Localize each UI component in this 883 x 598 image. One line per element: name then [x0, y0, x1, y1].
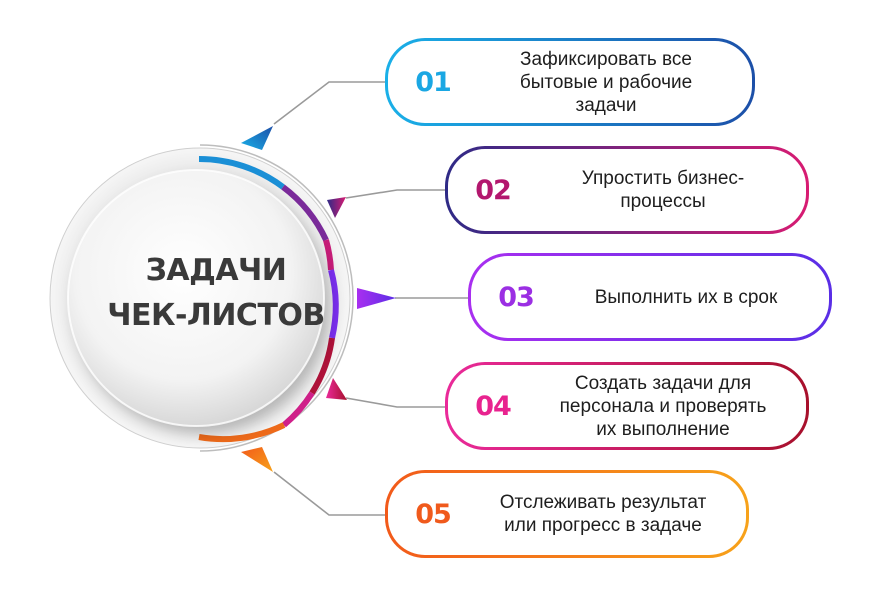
task-number: 05: [415, 498, 452, 530]
task-item-03: 03 Выполнить их в срок: [468, 253, 832, 341]
pointer-04: [326, 378, 347, 400]
pointer-02: [327, 197, 346, 218]
pointer-05: [241, 447, 273, 472]
task-text: Отслеживать результат или прогресс в зад…: [499, 492, 707, 536]
task-number: 01: [415, 66, 452, 98]
task-text: Зафиксировать все бытовые и рабочие зада…: [519, 48, 693, 116]
pointer-03: [357, 288, 396, 309]
task-number: 04: [475, 390, 512, 422]
task-item-01: 01 Зафиксировать все бытовые и рабочие з…: [385, 38, 755, 126]
task-item-04: 04 Создать задачи для персонала и провер…: [445, 362, 809, 450]
progress-arc: [198, 155, 339, 443]
task-text: Упростить бизнес- процессы: [581, 168, 745, 212]
task-item-02: 02 Упростить бизнес- процессы: [445, 146, 809, 234]
center-title: ЗАДАЧИ ЧЕК-ЛИСТОВ: [107, 253, 325, 333]
task-number: 02: [475, 174, 512, 206]
task-item-05: 05 Отслеживать результат или прогресс в …: [385, 470, 749, 558]
task-number: 03: [498, 281, 535, 313]
task-text: Создать задачи для персонала и проверять…: [559, 372, 767, 440]
connector-lines: [273, 81, 470, 516]
task-text: Выполнить их в срок: [594, 286, 778, 308]
center-disc: [68, 170, 324, 426]
pointer-01: [241, 126, 273, 150]
